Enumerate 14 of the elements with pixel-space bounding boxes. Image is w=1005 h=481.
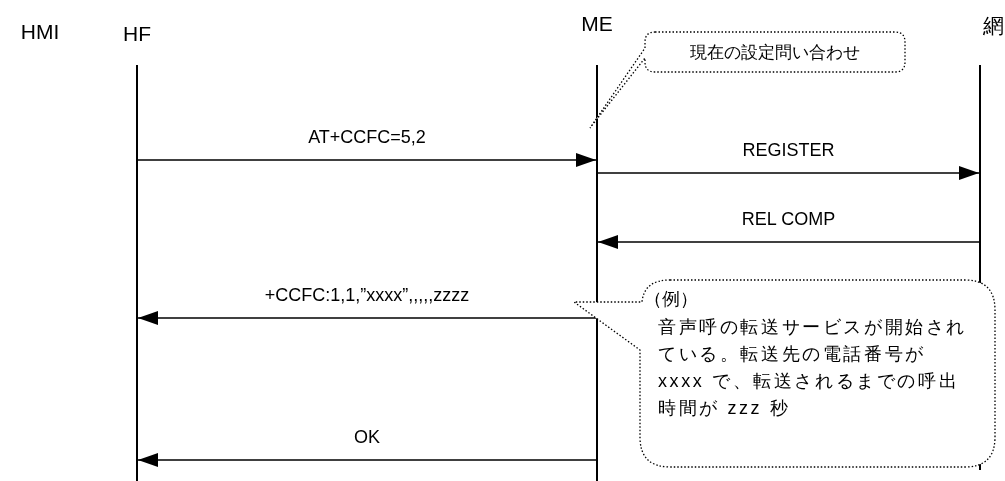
edge-label: AT+CCFC=5,2 (306, 127, 428, 148)
participant-label: ME (581, 12, 613, 36)
participant-label: 網 (982, 13, 1004, 39)
message-arrow (597, 235, 980, 249)
callout-text: （例） (644, 288, 699, 311)
message-arrow (137, 153, 597, 167)
edge-label: +CCFC:1,1,”xxxx”,,,,,zzzz (262, 285, 472, 306)
callout-text: 音声呼の転送サービスが開始されている。転送先の電話番号がxxxx で、転送されるまでの呼出時間が zzz 秒 (658, 316, 968, 420)
message-arrow (137, 453, 597, 467)
speech-bubble (588, 30, 908, 130)
callout-text: 現在の設定問い合わせ (689, 42, 861, 64)
participant-label: HF (123, 22, 151, 46)
participant-label: HMI (20, 20, 60, 44)
message-arrow (597, 166, 980, 180)
